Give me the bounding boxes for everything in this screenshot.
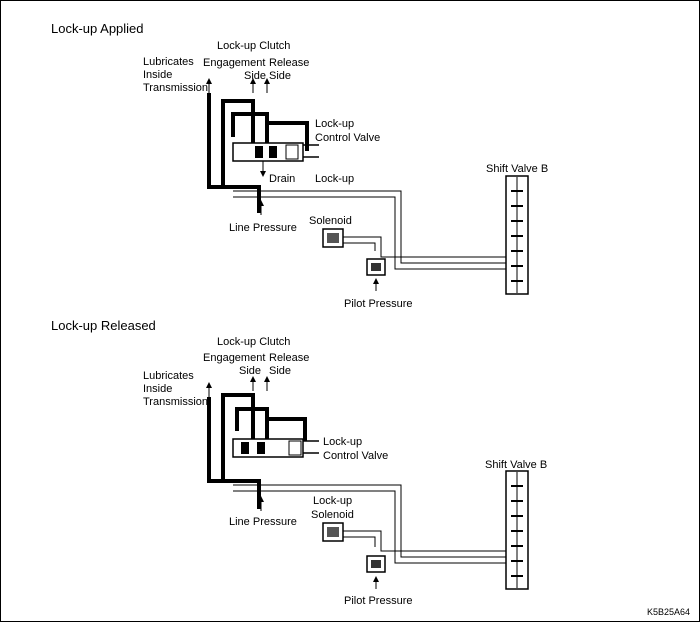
panel-lockup-applied: Lock-up Applied Lock-up Clutch Engagemen… [51, 21, 548, 310]
control-valve-label-2: Control Valve [315, 132, 380, 144]
solenoid-label-1: Lock-up [313, 495, 352, 507]
lockup-clutch-label: Lock-up Clutch [217, 336, 290, 348]
shift-valve-label: Shift Valve B [485, 459, 547, 471]
release-label: Release [269, 352, 309, 364]
release-label: Release [269, 57, 309, 69]
valve-spool [255, 146, 263, 158]
release-side-label: Side [269, 365, 291, 377]
transmission-label: Transmission [143, 82, 208, 94]
figure-code: K5B25A64 [647, 607, 690, 617]
pilot-pressure-label: Pilot Pressure [344, 298, 412, 310]
lockup-clutch-label: Lock-up Clutch [217, 40, 290, 52]
transmission-label: Transmission [143, 396, 208, 408]
engagement-label: Engagement [203, 352, 265, 364]
shift-valve-b [505, 470, 529, 590]
inside-label: Inside [143, 69, 172, 81]
valve-spool [257, 442, 265, 454]
engagement-side-label: Side [244, 70, 266, 82]
signal-line [233, 190, 506, 270]
line-pressure-label: Line Pressure [229, 222, 297, 234]
control-valve-label-1: Lock-up [315, 118, 354, 130]
panel-heading: Lock-up Released [51, 318, 156, 333]
panel-heading: Lock-up Applied [51, 21, 144, 36]
control-valve-label-1: Lock-up [323, 436, 362, 448]
engagement-label: Engagement [203, 57, 265, 69]
lubricates-label: Lubricates [143, 370, 194, 382]
shift-valve-b [505, 175, 529, 295]
valve-spool [241, 442, 249, 454]
valve-spring [288, 440, 302, 456]
control-valve-label-2: Control Valve [323, 450, 388, 462]
drain-label: Drain [269, 173, 295, 185]
solenoid-label-2: Solenoid [311, 509, 354, 521]
shift-valve-label: Shift Valve B [486, 163, 548, 175]
valve-spool [269, 146, 277, 158]
signal-line [233, 484, 506, 564]
inside-label: Inside [143, 383, 172, 395]
panel-lockup-released: Lock-up Released Lock-up Clutch Engageme… [51, 318, 547, 607]
solenoid-label-1: Lock-up [315, 173, 354, 185]
solenoid-label-2: Solenoid [309, 215, 352, 227]
engagement-side-label: Side [239, 365, 261, 377]
valve-spring [285, 144, 299, 160]
release-side-label: Side [269, 70, 291, 82]
control-valve-body [232, 438, 304, 458]
lubricates-label: Lubricates [143, 56, 194, 68]
line-pressure-label: Line Pressure [229, 516, 297, 528]
pilot-pressure-label: Pilot Pressure [344, 595, 412, 607]
